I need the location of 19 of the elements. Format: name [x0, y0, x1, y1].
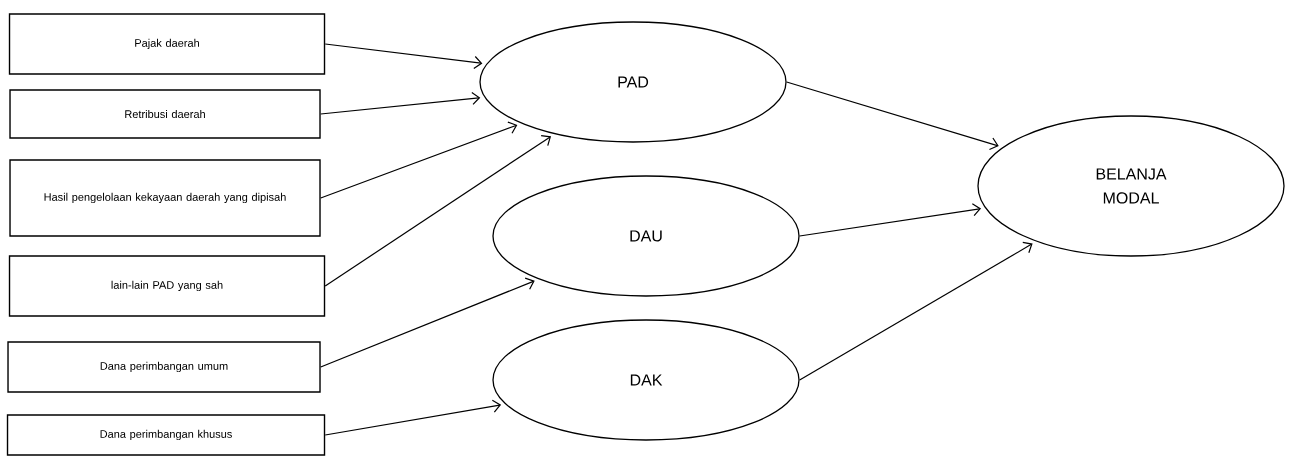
ellipse-node: DAU: [492, 175, 800, 297]
arrow: [786, 81, 999, 151]
arrow: [320, 277, 535, 368]
ellipse-node: BELANJA MODAL: [977, 115, 1285, 257]
input-box: Dana perimbangan umum: [7, 341, 321, 393]
arrow: [324, 135, 552, 287]
ellipse-node: DAK: [492, 319, 800, 441]
input-box: Retribusi daerah: [9, 89, 321, 139]
input-box: lain-lain PAD yang sah: [8, 255, 326, 317]
arrow: [320, 121, 518, 199]
input-box: Dana perimbangan khusus: [6, 414, 326, 456]
input-box: Pajak daerah: [8, 13, 326, 75]
ellipse-node: PAD: [479, 21, 787, 143]
arrow: [320, 91, 481, 115]
arrow: [324, 399, 502, 436]
arrow: [324, 43, 483, 69]
arrow: [799, 203, 982, 237]
arrow: [799, 241, 1033, 381]
input-box: Hasil pengelolaan kekayaan daerah yang dipisah: [9, 159, 321, 237]
